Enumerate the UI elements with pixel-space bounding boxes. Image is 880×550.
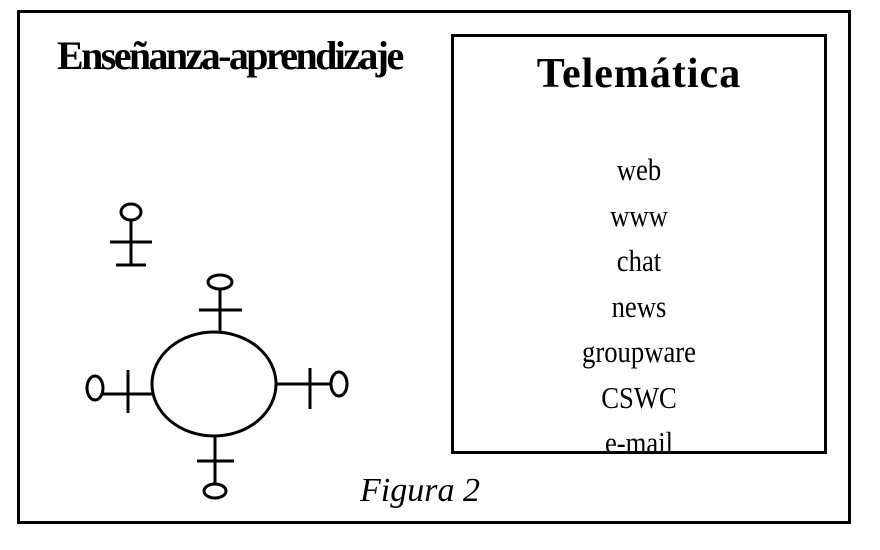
telematica-term-list: web www chat news groupware CSWC e-mail xyxy=(454,147,824,466)
term-item: www xyxy=(610,197,668,233)
right-person-icon xyxy=(276,368,349,409)
isolated-person-icon xyxy=(110,202,152,267)
term-item: web xyxy=(616,152,662,187)
bottom-person-icon xyxy=(197,436,234,500)
left-person-icon xyxy=(85,370,152,413)
term-item: chat xyxy=(616,243,662,278)
top-person-icon xyxy=(199,273,242,332)
group-circle-icon xyxy=(150,330,278,438)
telematica-box: Telemática web www chat news groupware C… xyxy=(451,34,827,460)
telematica-title: Telemática xyxy=(536,51,742,97)
left-title: Enseñanza-aprendizaje xyxy=(57,33,404,78)
term-item: groupware xyxy=(581,334,697,369)
figure-frame xyxy=(17,10,851,524)
figure-caption: Figura 2 xyxy=(360,472,480,509)
term-item: news xyxy=(611,288,667,324)
term-item: CSWC xyxy=(601,379,677,415)
term-item: e-mail xyxy=(604,425,674,460)
